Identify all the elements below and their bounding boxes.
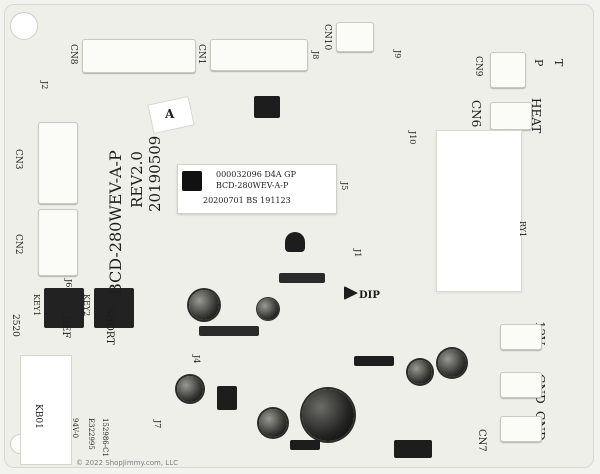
connector-cn8 xyxy=(82,39,196,73)
jumper-label: J1 xyxy=(353,249,362,258)
dip-label: DIP xyxy=(359,290,380,301)
ul-grade-label: 94V-0 xyxy=(71,418,79,439)
switch-label: KEY2 xyxy=(82,294,91,317)
capacitor xyxy=(408,360,432,384)
capacitor xyxy=(257,298,279,320)
ul-code-label: E322995 xyxy=(87,418,95,450)
connector-label: CN3 xyxy=(13,149,23,170)
connector-label: CN7 xyxy=(476,429,487,452)
terminal-gnd xyxy=(500,372,542,398)
connector-label: T xyxy=(552,59,565,67)
header-pins xyxy=(279,273,325,283)
sticker-line1: 000032096 D4A GP xyxy=(216,170,296,179)
sticker-line3: 20200701 BS 191123 xyxy=(203,196,291,205)
capacitor xyxy=(259,409,287,437)
jumper-label: J6 xyxy=(64,279,73,288)
jumper-label: J2 xyxy=(40,81,49,90)
board-date-text: 20190509 xyxy=(146,135,164,212)
capacitor xyxy=(189,290,219,320)
diode xyxy=(394,440,432,458)
white-sticker xyxy=(20,355,72,465)
ul-code-label: 152986-C1 xyxy=(101,418,109,457)
header-pins xyxy=(199,326,259,336)
terminal-gnd-2 xyxy=(500,416,542,442)
jumper-label: J5 xyxy=(340,182,349,191)
jumper-label: J9 xyxy=(393,50,402,59)
diode xyxy=(290,440,320,450)
connector-label: P xyxy=(532,59,545,67)
connector-label: CN9 xyxy=(473,56,483,77)
inductor-l1 xyxy=(302,389,354,441)
product-sticker: 000032096 D4A GP BCD-280WEV-A-P 20200701… xyxy=(177,164,337,214)
board-model-text: BCD-280WEV-A-P xyxy=(106,150,125,295)
switch-key2 xyxy=(94,288,134,328)
a-tag-label: A xyxy=(165,107,175,121)
relay-ry1 xyxy=(436,130,522,292)
switch-label: KEY1 xyxy=(32,294,41,317)
terminal-12v xyxy=(500,324,542,350)
jumper-label: J7 xyxy=(153,420,162,429)
switch-component xyxy=(254,96,280,118)
transistor-u2 xyxy=(217,386,237,410)
connector-cn10 xyxy=(336,22,374,52)
jumper-label: J10 xyxy=(408,131,417,145)
sticker-code: KB01 xyxy=(33,404,43,429)
connector-label: CN1 xyxy=(196,44,206,65)
switch-label: SHORT xyxy=(104,307,115,345)
switch-key1 xyxy=(44,288,84,328)
connector-label: CN8 xyxy=(68,44,78,65)
connector-label: CN6 xyxy=(469,100,483,128)
connector-cn9 xyxy=(490,52,526,88)
connector-cn2 xyxy=(38,209,78,276)
connector-cn1 xyxy=(210,39,308,71)
board-revision-text: REV2.0 xyxy=(128,151,146,208)
jumper-label: J4 xyxy=(192,355,201,364)
pcb-board: CN8 CN1 CN10 CN9 P T CN6 HEAT CN3 CN2 KE… xyxy=(4,4,594,468)
connector-cn3 xyxy=(38,122,78,204)
connector-label: CN2 xyxy=(13,234,23,255)
connector-label: HEAT xyxy=(529,98,543,134)
connector-label: CN10 xyxy=(322,24,332,51)
arrow-icon xyxy=(344,286,358,300)
jumper-label: J8 xyxy=(311,51,320,60)
sticker-line2: BCD-280WEV-A-P xyxy=(216,181,289,190)
watermark-text: © 2022 ShopJimmy.com, LLC xyxy=(76,459,178,467)
capacitor xyxy=(438,349,466,377)
connector-cn6 xyxy=(490,102,532,130)
mounting-hole xyxy=(10,12,38,40)
transistor-u6 xyxy=(285,232,305,252)
capacitor xyxy=(177,376,203,402)
switch-label: DEF xyxy=(60,316,71,339)
board-code-label: 2520 xyxy=(10,314,20,337)
diode xyxy=(354,356,394,366)
qr-code-icon xyxy=(182,171,202,191)
relay-label: RY1 xyxy=(518,221,527,238)
